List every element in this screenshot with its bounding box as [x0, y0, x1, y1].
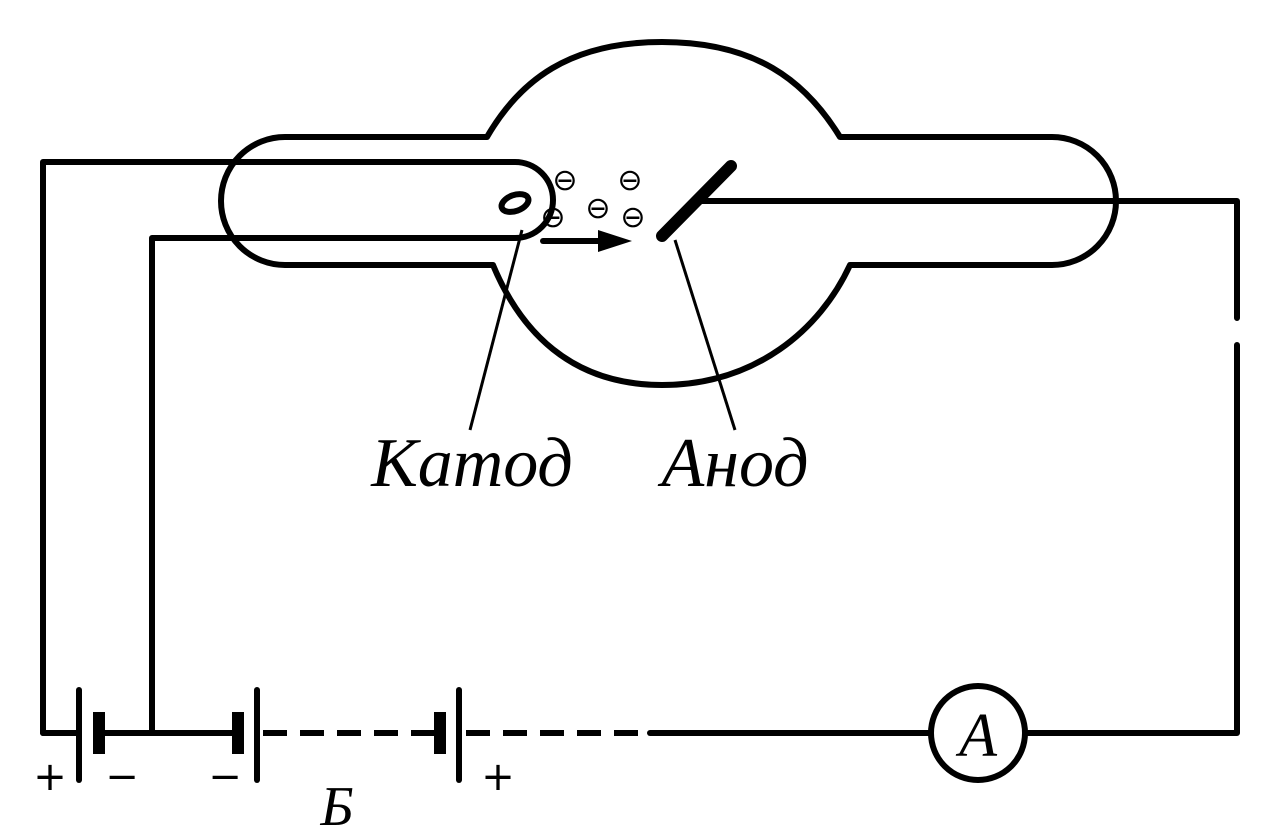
battery-label: Б	[319, 776, 353, 838]
electron-symbol: ⊖	[540, 200, 565, 235]
electron-symbol: ⊖	[585, 191, 610, 226]
anode-plate	[656, 160, 737, 242]
ammeter	[928, 683, 1028, 783]
anode-leader-line	[673, 239, 737, 431]
vacuum-tube-envelope	[218, 39, 1119, 388]
ammeter-label: А	[955, 702, 998, 770]
anode-label: Анод	[658, 425, 809, 502]
electron-symbol: ⊖	[552, 163, 577, 198]
cathode-filament	[498, 191, 532, 215]
right-return-wire	[1022, 342, 1240, 736]
electron-symbol: ⊖	[617, 163, 642, 198]
cathode-outer-wire	[40, 159, 556, 736]
cathode-label: Катод	[370, 425, 573, 502]
electron-flow-arrowhead	[598, 230, 632, 252]
plus-sign: +	[33, 754, 67, 800]
electron-symbol: ⊖	[620, 200, 645, 235]
anode-wire	[697, 198, 1240, 321]
plus-sign: +	[481, 754, 515, 800]
minus-sign: −	[208, 754, 242, 800]
minus-sign: −	[105, 754, 139, 800]
cathode-leader-line	[468, 229, 524, 431]
